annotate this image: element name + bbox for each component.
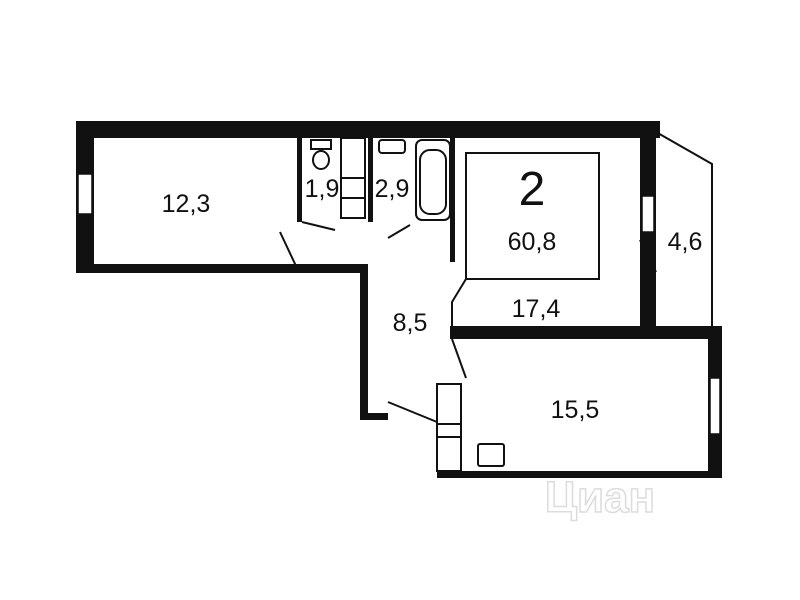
door-left-room	[279, 231, 297, 267]
balcony-area: 4,6	[668, 228, 703, 256]
room-labels: 2 60,8 12,3 1,9 2,9 4,6 8,5 17,4 15,5	[162, 163, 703, 424]
toilet-bowl	[312, 150, 330, 170]
door-toilet	[301, 221, 336, 231]
wall-left-room-bottom	[76, 264, 368, 273]
door-hall-bottom	[387, 401, 438, 423]
kitchen-stove	[477, 443, 505, 467]
wall-bath-right	[450, 138, 455, 262]
bathroom-area: 2,9	[375, 175, 410, 203]
wall-hall-stub	[360, 413, 388, 420]
center-inner-rect	[465, 152, 600, 280]
windows	[77, 173, 721, 435]
wall-bath-left	[368, 138, 373, 222]
kitchen-area: 15,5	[551, 396, 600, 424]
wall-kitchen-top	[450, 326, 722, 339]
room-left-area: 12,3	[162, 190, 211, 218]
toilet-tank	[310, 139, 332, 150]
kitchen-cabinet-mid	[436, 423, 462, 438]
wall-top	[76, 121, 660, 138]
toilet-area: 1,9	[305, 175, 340, 203]
watermark: Циан	[545, 473, 655, 522]
bathtub-inner	[419, 149, 447, 215]
door-bathroom	[387, 224, 411, 239]
window-kitchen	[709, 377, 721, 435]
bathtub	[415, 139, 451, 221]
window-left	[77, 173, 93, 215]
wall-toilet-left	[297, 138, 302, 222]
room-count-label: 2	[519, 163, 546, 216]
wall-kitchen-bottom	[437, 471, 722, 478]
kitchen-cabinet-upper	[436, 383, 462, 425]
total-area-label: 60,8	[508, 228, 557, 256]
balcony-door-leaf	[639, 239, 657, 273]
room-center-area: 17,4	[512, 295, 561, 323]
door-kitchen	[451, 338, 467, 379]
door-center-room	[451, 278, 467, 330]
thin-lines	[279, 131, 713, 472]
balcony-outline	[655, 131, 713, 326]
hallway-area: 8,5	[393, 309, 428, 337]
wall-hall-left	[360, 264, 368, 420]
kitchen-cabinet-lower	[436, 436, 462, 472]
bath-sink	[378, 139, 406, 154]
window-center-right	[641, 195, 655, 233]
